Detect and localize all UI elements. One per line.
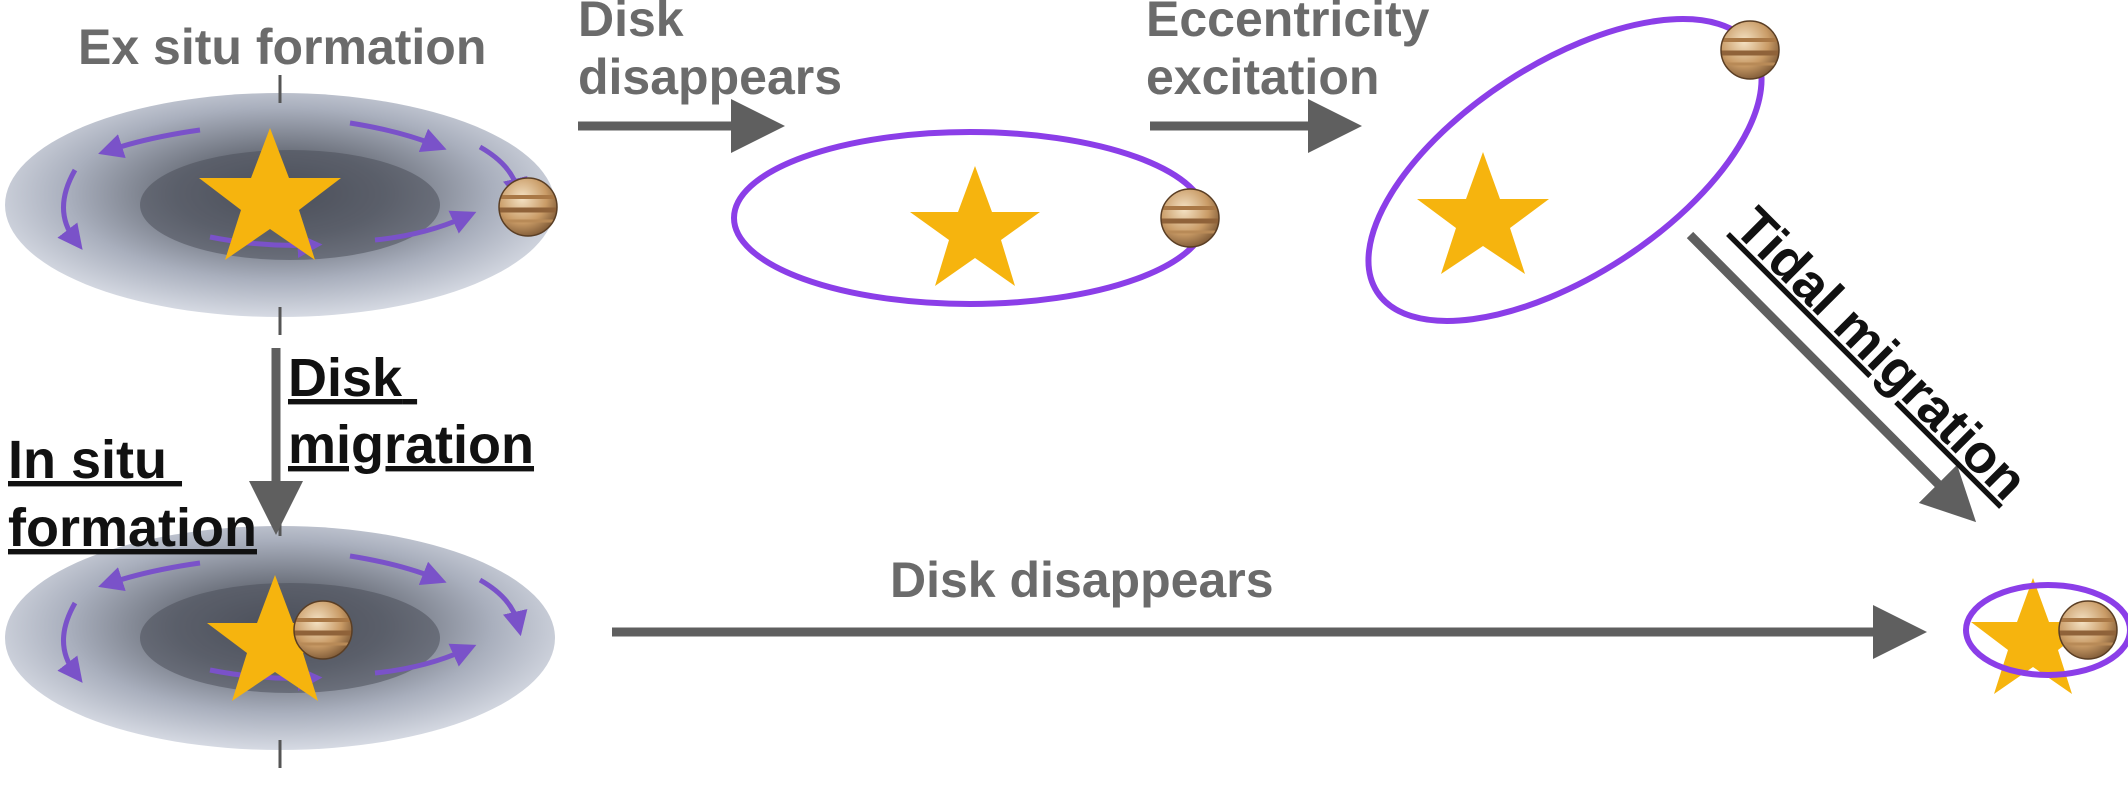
planet-icon xyxy=(499,178,557,236)
eccentricity-excitation-label: Eccentricity excitation xyxy=(1146,0,1443,105)
star-icon xyxy=(207,575,343,701)
arrow-tidal-migration xyxy=(1686,231,1977,523)
disk-disappears-bottom-label: Disk disappears xyxy=(890,552,1274,608)
star-icon xyxy=(910,166,1040,286)
planet-icon xyxy=(1161,189,1219,247)
star-icon xyxy=(1971,578,2095,694)
tidal-migration-label: Tidal migration xyxy=(1724,196,2039,511)
planet-icon xyxy=(2059,601,2117,659)
in-situ-formation-label: In situ formation xyxy=(8,430,257,558)
planet-icon xyxy=(294,601,352,659)
disk-migration-label: Disk migration xyxy=(288,348,534,475)
ex-situ-formation-label: Ex situ formation xyxy=(78,19,486,75)
disk-disappears-top-label: Disk disappears xyxy=(578,0,842,105)
star-icon xyxy=(1417,152,1549,274)
planet-icon xyxy=(1721,21,1779,79)
orbit-ellipse xyxy=(1963,582,2128,678)
star-icon xyxy=(199,128,341,260)
